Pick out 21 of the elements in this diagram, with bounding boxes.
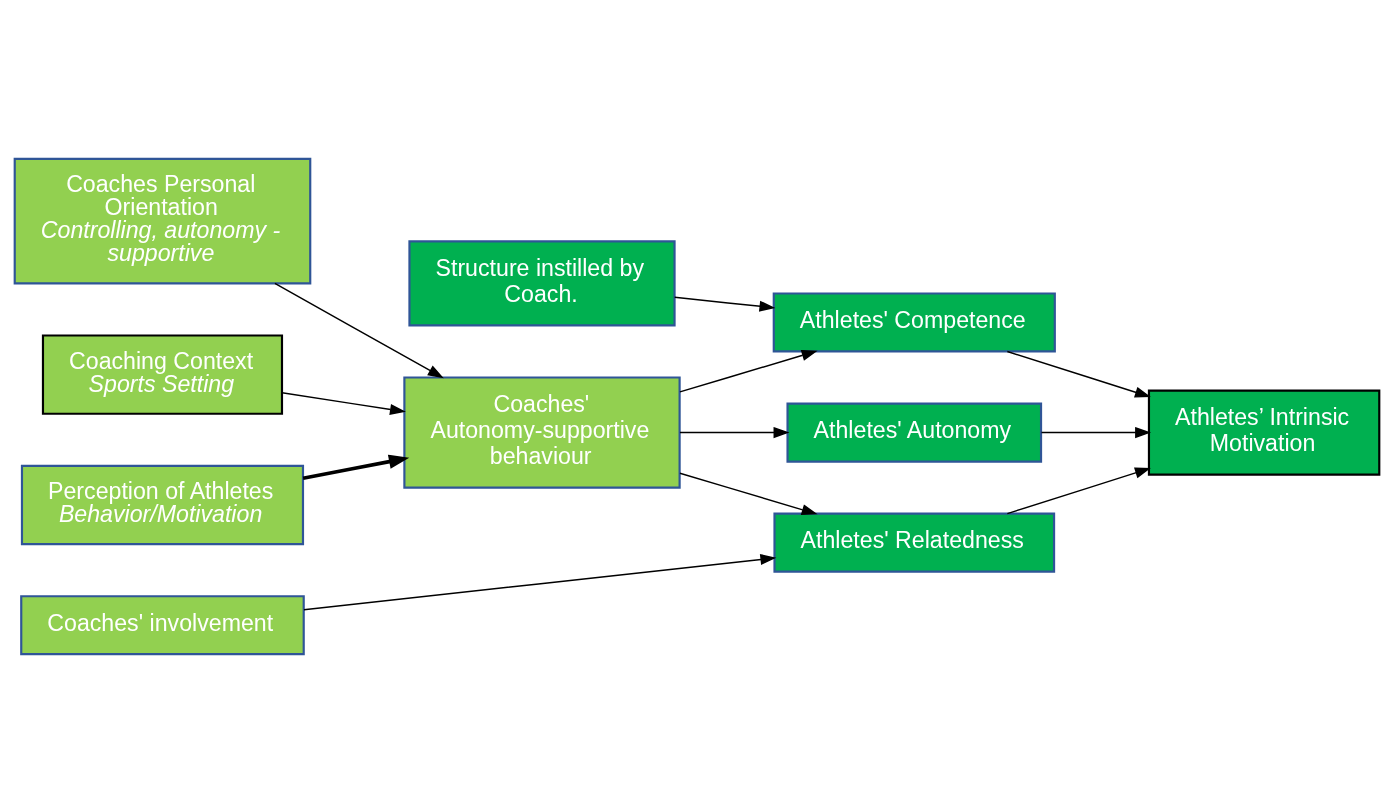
arrow <box>303 553 777 611</box>
arrow <box>679 472 818 515</box>
node-box: Structure instilled by Coach. <box>408 239 676 326</box>
node-box: Coaches Personal Orientation Controlling, autonomy - supportive <box>13 157 312 284</box>
arrow <box>679 349 818 393</box>
node-box: Athletes' Competence <box>772 291 1056 353</box>
node-box: Coaches' Autonomy-supportive behaviour <box>403 375 681 489</box>
arrow <box>1006 467 1151 514</box>
node-box: Athletes' Autonomy <box>786 402 1043 463</box>
node-box: Coaches' involvement <box>20 594 305 655</box>
arrow <box>674 296 776 312</box>
node-box: Perception of Athletes Behavior/Motivation <box>20 464 305 545</box>
arrow <box>1040 426 1152 438</box>
node-box: Athletes’ Intrinsic Motivation <box>1147 389 1381 476</box>
node-box: Athletes' Relatedness <box>773 512 1056 573</box>
node-box: Coaching Context Sports Setting <box>41 333 284 415</box>
arrow <box>302 454 410 480</box>
arrow <box>281 391 406 415</box>
arrow <box>274 282 444 378</box>
arrow <box>1006 350 1151 398</box>
arrow <box>679 426 790 438</box>
